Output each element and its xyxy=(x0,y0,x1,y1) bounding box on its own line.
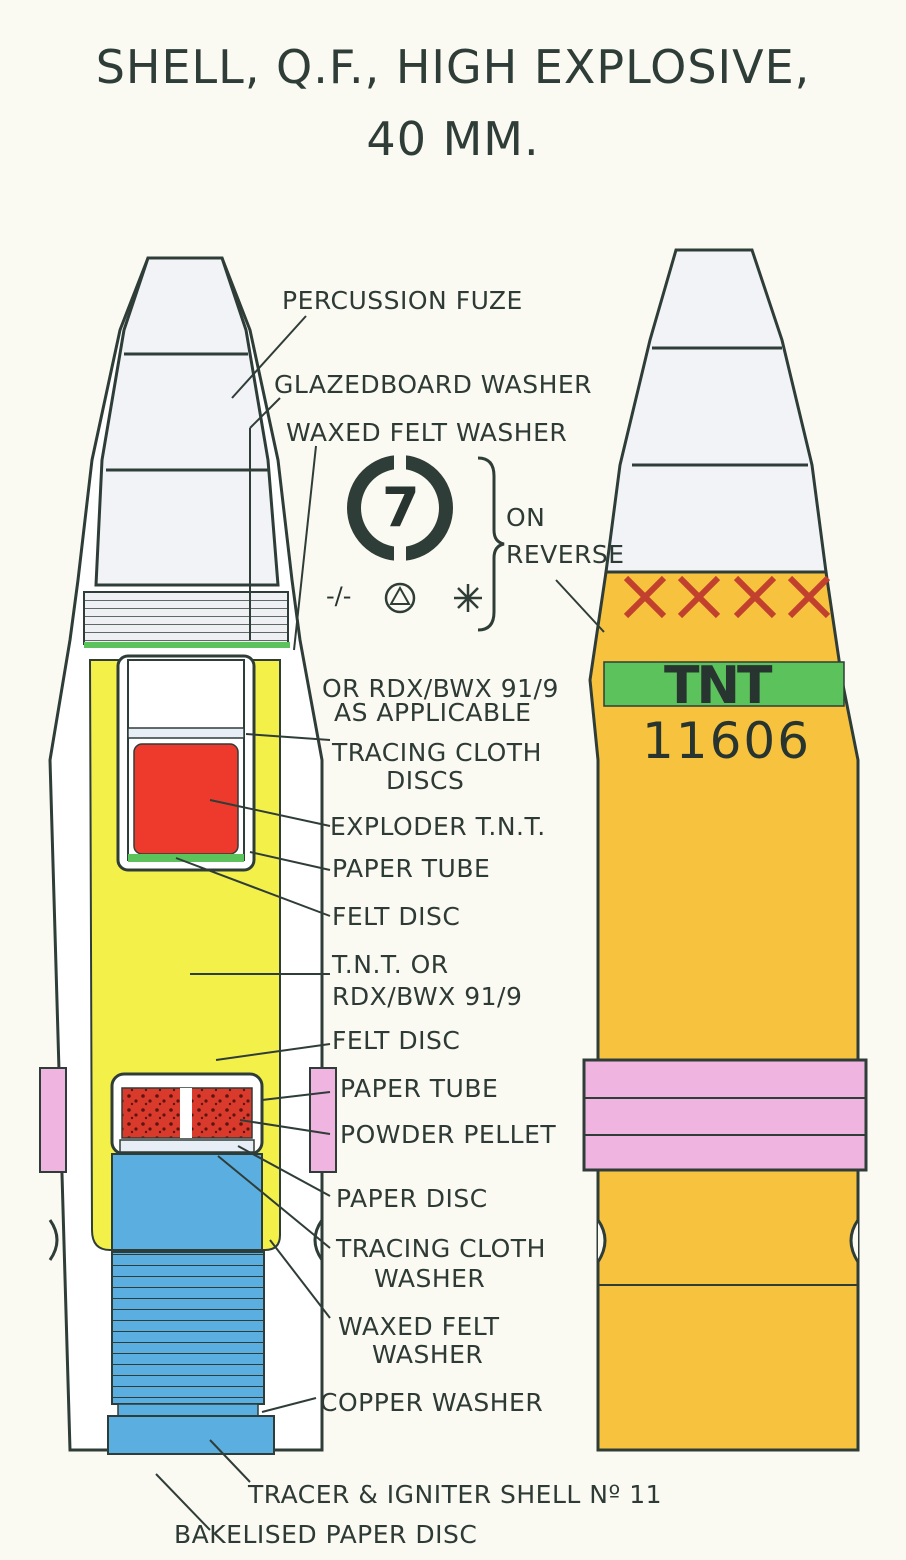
label-bakelised-paper-disc: BAKELISED PAPER DISC xyxy=(174,1520,478,1549)
label-glazedboard-washer: GLAZEDBOARD WASHER xyxy=(274,370,593,399)
label-powder-pellet: POWDER PELLET xyxy=(340,1120,557,1149)
tnt-band xyxy=(603,661,845,707)
label-tracing-cloth-washer-1: TRACING CLOTH xyxy=(336,1234,546,1263)
label-paper-tube-2: PAPER TUBE xyxy=(340,1074,499,1103)
on-reverse-bracket xyxy=(477,456,505,632)
triangle-circle-icon xyxy=(384,582,416,614)
tnt-stencil: TNT xyxy=(664,656,772,716)
diagram-title-line1: SHELL, Q.F., HIGH EXPLOSIVE, xyxy=(95,40,811,94)
driving-band-left xyxy=(39,1067,67,1173)
xxxx-band xyxy=(623,575,831,619)
filling-symbol xyxy=(347,455,505,632)
leader-lines xyxy=(155,315,605,1531)
bakelised-paper-disc xyxy=(107,1415,275,1455)
label-tracing-cloth-discs-2: DISCS xyxy=(386,766,465,795)
label-copper-washer: COPPER WASHER xyxy=(320,1388,544,1417)
exterior-shell xyxy=(582,248,868,1452)
label-tracing-cloth-discs-1: TRACING CLOTH xyxy=(332,738,542,767)
label-reverse: REVERSE xyxy=(506,540,625,569)
label-waxed-felt-washer-top: WAXED FELT WASHER xyxy=(286,418,568,447)
label-tracing-cloth-washer-2: WASHER xyxy=(374,1264,486,1293)
felt-disc-exploder xyxy=(128,854,244,862)
label-on: ON xyxy=(506,503,546,532)
label-tnt-or: T.N.T. OR xyxy=(332,950,449,979)
label-rdx-applicable-1: OR RDX/BWX 91/9 xyxy=(322,674,559,703)
sectioned-shell xyxy=(39,256,337,1455)
driving-band-right xyxy=(309,1067,337,1173)
label-felt-disc-2: FELT DISC xyxy=(332,1026,461,1055)
fuze-body xyxy=(94,256,280,587)
label-rdx-bwx: RDX/BWX 91/9 xyxy=(332,982,523,1011)
exterior-lower-body xyxy=(596,1168,860,1452)
exploder-tnt xyxy=(133,743,239,855)
label-exploder-tnt: EXPLODER T.N.T. xyxy=(330,812,546,841)
label-rdx-applicable-2: AS APPLICABLE xyxy=(334,698,532,727)
exterior-fuze xyxy=(604,248,828,574)
lot-number: 11606 xyxy=(642,712,812,770)
label-tracer-igniter: TRACER & IGNITER SHELL Nº 11 xyxy=(248,1480,663,1509)
diagram-title-line2: 40 MM. xyxy=(366,112,540,166)
tracer-igniter-body xyxy=(111,1153,263,1251)
label-waxed-felt-washer-bottom-2: WASHER xyxy=(372,1340,484,1369)
label-percussion-fuze: PERCUSSION FUZE xyxy=(282,286,523,315)
label-felt-disc-1: FELT DISC xyxy=(332,902,461,931)
fuze-threads xyxy=(83,591,289,645)
exterior-driving-band xyxy=(582,1058,868,1172)
symbol-number: 7 xyxy=(382,476,420,539)
label-paper-disc: PAPER DISC xyxy=(336,1184,488,1213)
exterior-body xyxy=(588,570,860,1072)
symbol-dash: -/- xyxy=(326,582,352,610)
label-waxed-felt-washer-bottom-1: WAXED FELT xyxy=(338,1312,500,1341)
tracer-threads xyxy=(111,1251,265,1405)
asterisk-icon xyxy=(454,584,482,612)
tracing-cloth-disc xyxy=(127,727,245,739)
label-paper-tube-1: PAPER TUBE xyxy=(332,854,491,883)
paper-disc xyxy=(119,1139,255,1153)
